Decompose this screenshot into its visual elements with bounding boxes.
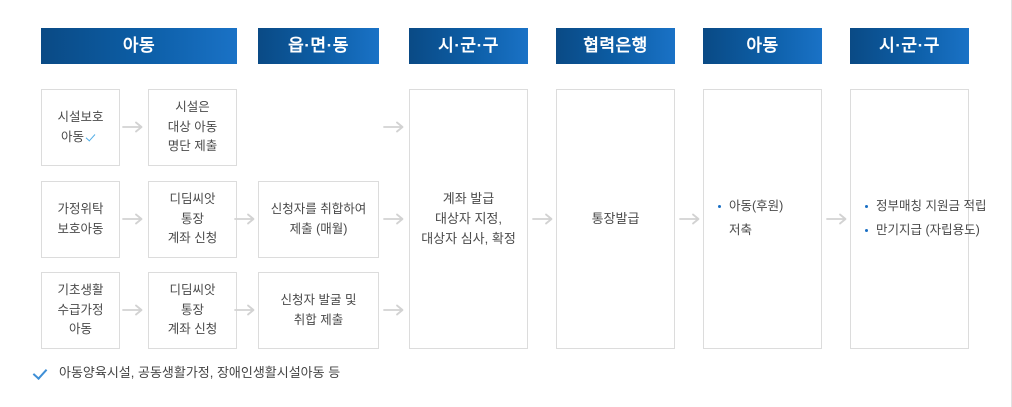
- header-bar-child-2: 아동: [703, 28, 822, 64]
- box-line-1: 기초생활: [57, 283, 104, 298]
- box-collect-applicants-monthly: 신청자를 취합하여 제출 (매월): [258, 181, 379, 258]
- header-label: 읍·면·동: [288, 36, 349, 55]
- box-line-1: 시설은: [175, 100, 210, 115]
- check-icon: [87, 129, 100, 142]
- box-line-2: 통장: [180, 302, 204, 317]
- box-line-1: 계좌 발급: [442, 190, 495, 206]
- header-label: 시·군·구: [879, 36, 940, 55]
- footnote: 아동양육시설, 공동생활가정, 장애인생활시설아동 등: [34, 362, 340, 381]
- box-line-2: 수급가정: [57, 302, 104, 317]
- box-line-3: 아동: [68, 322, 92, 337]
- header-label: 시·군·구: [438, 36, 499, 55]
- header-bar-si-gun-gu-1: 시·군·구: [409, 28, 528, 64]
- box-government-matching-fund: 정부매칭 지원금 적립 만기지급 (자립용도): [850, 89, 986, 349]
- box-child-savings: 아동(후원) 저축: [703, 89, 822, 349]
- box-line-1: 디딤씨앗: [169, 283, 216, 298]
- box-line-1: 디딤씨앗: [169, 192, 216, 207]
- box-child-basic-livelihood: 기초생활 수급가정 아동: [41, 272, 120, 349]
- box-line-1: 통장발급: [591, 210, 640, 226]
- bullet-item: 정부매칭 지원금 적립: [865, 195, 986, 219]
- box-line-2: 대상 아동: [167, 119, 218, 134]
- arrow-right-icon: [121, 120, 147, 134]
- box-child-facility-protected: 시설보호 아동: [41, 89, 120, 166]
- header-bar-eup-myeon-dong: 읍·면·동: [258, 28, 379, 64]
- box-line-3: 계좌 신청: [167, 322, 218, 337]
- arrow-right-icon: [382, 120, 408, 134]
- arrow-right-icon: [678, 212, 704, 226]
- header-bar-si-gun-gu-2: 시·군·구: [850, 28, 969, 64]
- box-line-1: 가정위탁: [57, 202, 104, 217]
- box-line-3: 계좌 신청: [167, 231, 218, 246]
- box-line-3: 대상자 심사, 확정: [421, 231, 516, 247]
- header-bar-child-1: 아동: [41, 28, 237, 64]
- header-label: 아동: [122, 36, 156, 55]
- bullet-item: 만기지급 (자립용도): [865, 219, 982, 243]
- box-line-2: 아동: [60, 129, 84, 144]
- bullet-text: 만기지급 (자립용도): [876, 223, 980, 237]
- bullet-line-2: 저축: [729, 223, 753, 237]
- bullet-line-1: 아동(후원): [729, 199, 784, 214]
- box-discover-and-collect-applicants: 신청자 발굴 및 취합 제출: [258, 272, 379, 349]
- footnote-text: 아동양육시설, 공동생활가정, 장애인생활시설아동 등: [59, 365, 341, 380]
- box-line-1: 신청자를 취합하여: [270, 202, 367, 217]
- box-facility-submit-list: 시설은 대상 아동 명단 제출: [148, 89, 237, 166]
- box-line-2: 취합 제출: [293, 312, 344, 327]
- arrow-right-icon: [233, 212, 259, 226]
- box-line-2: 통장: [180, 211, 204, 226]
- arrow-right-icon: [233, 303, 259, 317]
- box-child-foster-care: 가정위탁 보호아동: [41, 181, 120, 258]
- arrow-right-icon: [382, 303, 408, 317]
- header-label: 아동: [746, 36, 779, 55]
- header-label: 협력은행: [583, 36, 648, 55]
- box-line-1: 신청자 발굴 및: [280, 293, 357, 308]
- box-didimseed-account-apply-1: 디딤씨앗 통장 계좌 신청: [148, 181, 237, 258]
- arrow-right-icon: [382, 212, 408, 226]
- check-icon: [34, 364, 50, 380]
- bullet-text: 정부매칭 지원금 적립: [876, 199, 987, 214]
- box-line-3: 명단 제출: [167, 139, 218, 154]
- box-line-2: 보호아동: [57, 221, 104, 236]
- bullet-item-continuation: 저축: [718, 219, 821, 243]
- box-line-1: 시설보호: [57, 110, 104, 125]
- box-bankbook-issue: 통장발급: [556, 89, 675, 349]
- arrow-right-icon: [121, 303, 147, 317]
- box-didimseed-account-apply-2: 디딤씨앗 통장 계좌 신청: [148, 272, 237, 349]
- header-bar-partner-bank: 협력은행: [556, 28, 675, 64]
- box-line-2: 대상자 지정,: [434, 210, 503, 226]
- box-account-issue-review: 계좌 발급 대상자 지정, 대상자 심사, 확정: [409, 89, 528, 349]
- arrow-right-icon: [121, 212, 147, 226]
- arrow-right-icon: [825, 212, 851, 226]
- arrow-right-icon: [531, 212, 557, 226]
- bullet-item: 아동(후원): [718, 195, 821, 219]
- box-line-2: 제출 (매월): [289, 221, 348, 236]
